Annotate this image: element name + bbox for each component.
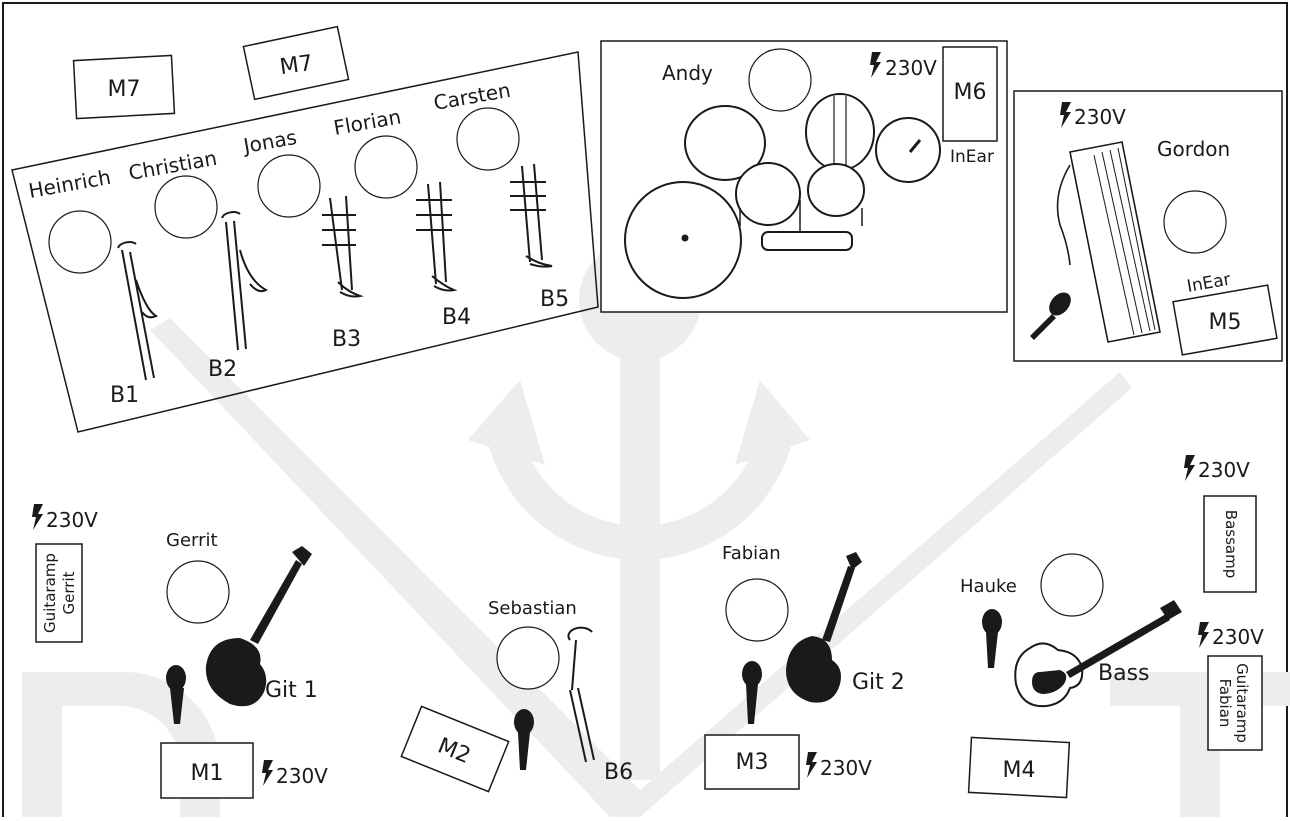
trombone-icon [221,211,269,351]
svg-text:Bassamp: Bassamp [1222,510,1240,578]
keys-section: 230V Gordon InEar M5 [1013,90,1283,362]
musician-gordon: Gordon [1157,137,1230,161]
monitor-m1: M1 [160,742,254,799]
musician-jonas: Jonas [240,125,299,158]
keyboard-icon [1056,141,1161,343]
power-keys: 230V [1074,105,1126,129]
svg-text:Guitaramp: Guitaramp [1233,663,1251,743]
position-hauke [1040,553,1104,617]
label-git1: Git 1 [265,678,318,703]
position-fabian [725,578,789,642]
musician-sebastian: Sebastian [488,598,577,619]
position-sebastian [496,626,560,690]
power-bassamp: 230V [1198,458,1250,482]
svg-text:M3: M3 [736,750,769,775]
svg-text:M1: M1 [191,761,224,786]
label-git2: Git 2 [852,670,905,695]
instrument-b5: B5 [540,287,569,312]
instrument-b6: B6 [604,760,633,785]
lightning-icon [1198,622,1209,648]
position-jonas [257,154,321,218]
instrument-b3: B3 [332,327,361,352]
lightning-icon [32,504,43,530]
trumpet-icon [322,195,364,298]
instrument-b1: B1 [110,383,139,408]
microphone-icon [514,709,534,770]
power-drums: 230V [885,56,937,80]
monitor-m4: M4 [967,736,1071,799]
position-heinrich [48,210,112,274]
monitor-m7-left: M7 [72,54,176,120]
electric-guitar-icon [786,552,862,703]
guitar-amp-fabian: 230V Guitaramp Fabian [1198,622,1264,751]
svg-text:M7: M7 [108,77,141,102]
musician-andy: Andy [662,61,713,85]
monitor-m6: M6 [942,46,998,142]
position-gerrit [166,560,230,624]
microphone-icon [166,665,186,724]
bass-guitar-icon [1014,600,1182,708]
drum-kit-icon [624,93,941,299]
position-christian [154,175,218,239]
svg-text:M4: M4 [1003,758,1036,783]
svg-text:Fabian: Fabian [1216,679,1234,728]
trombone-icon [567,626,595,763]
trombone-icon [117,241,159,381]
lightning-icon [806,752,817,778]
lightning-icon [262,760,273,786]
position-andy [748,48,812,112]
monitor-m5: M5 [1172,284,1278,356]
svg-text:Guitaramp: Guitaramp [41,553,59,633]
svg-text:M7: M7 [278,51,314,80]
lightning-icon [1184,455,1195,481]
power-m3: 230V [820,756,872,780]
power-amp-fabian: 230V [1212,625,1264,649]
bass-amp: 230V Bassamp [1184,455,1257,593]
musician-fabian: Fabian [722,543,781,564]
musician-heinrich: Heinrich [27,165,113,203]
monitor-m3: M3 [704,734,800,790]
microphone-icon [742,661,762,724]
svg-text:M5: M5 [1209,310,1242,335]
trumpet-icon [510,163,553,268]
power-amp-gerrit: 230V [46,508,98,532]
microphone-icon [982,609,1002,668]
svg-text:M6: M6 [954,80,987,105]
musician-gerrit: Gerrit [166,530,218,551]
horn-riser [11,51,599,433]
inear-drums: InEar [950,147,994,167]
drum-section: Andy 230V M6 InEar [600,40,1008,313]
musician-hauke: Hauke [960,576,1017,597]
microphone-icon [1030,292,1071,340]
guitar-amp-gerrit: 230V Guitaramp Gerrit [32,504,98,643]
monitor-m7-right: M7 [242,25,350,101]
musician-florian: Florian [332,104,403,139]
trumpet-icon [416,181,458,292]
instrument-b4: B4 [442,305,471,330]
power-m1: 230V [276,764,328,788]
instrument-b2: B2 [208,357,237,382]
musician-carsten: Carsten [432,78,513,115]
label-bass: Bass [1098,661,1150,686]
position-florian [354,135,418,199]
electric-guitar-icon [205,546,312,707]
position-carsten [456,107,520,171]
position-gordon [1163,190,1227,254]
svg-text:Gerrit: Gerrit [60,571,78,614]
monitor-m2: M2 [400,705,510,793]
